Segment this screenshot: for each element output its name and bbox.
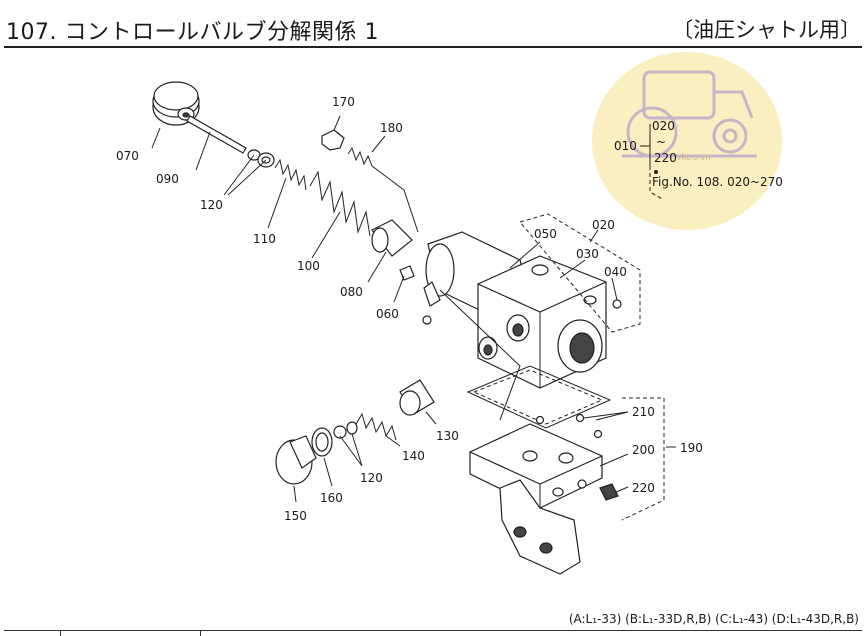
callout-200: 200 — [632, 443, 655, 457]
part-030-housing — [477, 255, 607, 389]
part-090-shaft — [186, 115, 247, 154]
part-060-pin — [399, 265, 415, 281]
callout-120-lower: 120 — [360, 471, 383, 485]
inset-reference: 010 020 ~ 220 Fig.No. 108. 020~270 vkeo.… — [614, 119, 783, 201]
part-210-balls — [535, 413, 603, 439]
callout-060: 060 — [376, 307, 399, 321]
part-070-cap — [152, 81, 200, 126]
callout-120-upper: 120 — [200, 198, 223, 212]
callout-150: 150 — [284, 509, 307, 523]
tractor-icon — [622, 70, 757, 158]
callout-090: 090 — [156, 172, 179, 186]
bottom-rule — [4, 630, 862, 631]
callout-170: 170 — [332, 95, 355, 109]
exploded-parts-diagram: 070 090 120 110 100 080 060 170 180 050 … — [116, 81, 783, 575]
part-180-spring — [347, 146, 373, 167]
callout-100: 100 — [297, 259, 320, 273]
inset-ref: Fig.No. 108. 020~270 — [652, 175, 783, 189]
inset-220: 220 — [654, 151, 677, 165]
callout-220: 220 — [632, 481, 655, 495]
part-110-spring — [274, 158, 307, 191]
callout-030: 030 — [576, 247, 599, 261]
inset-020: 020 — [652, 119, 675, 133]
callout-160: 160 — [320, 491, 343, 505]
gasket — [466, 365, 612, 429]
callout-050: 050 — [534, 227, 557, 241]
inset-tilde: ~ — [656, 135, 666, 149]
model-applicability: (A:L₁-33) (B:L₁-33D,R,B) (C:L₁-43) (D:L₁… — [568, 612, 859, 626]
callout-130: 130 — [436, 429, 459, 443]
table-tick — [60, 630, 61, 636]
callout-180: 180 — [380, 121, 403, 135]
table-tick — [200, 630, 201, 636]
callout-020: 020 — [592, 218, 615, 232]
callout-140: 140 — [402, 449, 425, 463]
callout-190: 190 — [680, 441, 703, 455]
part-150-plug — [275, 435, 317, 485]
watermark-logo — [592, 52, 782, 230]
callout-210: 210 — [632, 405, 655, 419]
page-title: 107. コントロールバルブ分解関係 1 — [6, 20, 379, 45]
title-underline — [4, 46, 862, 48]
part-130-spool — [399, 379, 435, 416]
page-subtitle: 〔油圧シャトル用〕 — [672, 18, 861, 42]
callout-040: 040 — [604, 265, 627, 279]
part-200-block — [469, 423, 603, 575]
callout-080: 080 — [340, 285, 363, 299]
part-080-spool — [371, 219, 413, 257]
part-120-rings-lower — [333, 421, 358, 439]
callout-110: 110 — [253, 232, 276, 246]
part-040-ball — [612, 299, 622, 309]
inset-010: 010 — [614, 139, 637, 153]
callout-070: 070 — [116, 149, 139, 163]
part-140-spring — [355, 412, 397, 441]
header: 107. コントロールバルブ分解関係 1 〔油圧シャトル用〕 — [0, 0, 867, 50]
part-220-plug — [599, 483, 619, 501]
group-020-outline — [519, 213, 641, 333]
part-170-clip — [321, 129, 345, 151]
watermark-text: vkeo.vn — [676, 153, 711, 163]
part-100-spring — [309, 170, 371, 237]
